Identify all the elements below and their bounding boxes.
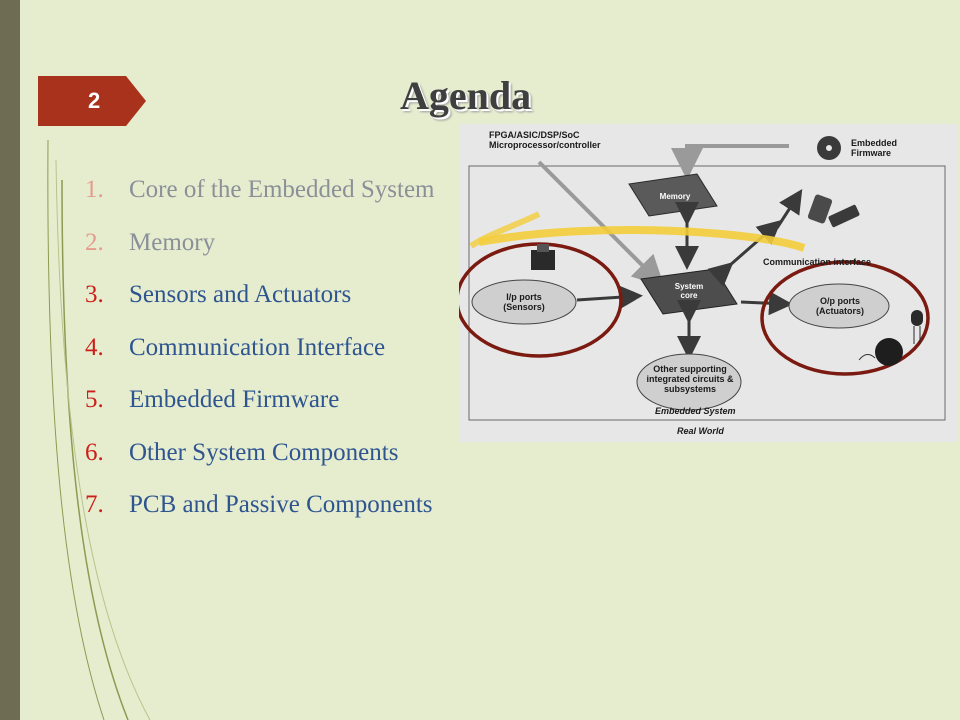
slide-title: Agenda [400, 73, 532, 118]
slide-number-tab: 2 [38, 76, 146, 126]
input-ports-label: I/p ports(Sensors) [503, 292, 545, 312]
output-ports-label: O/p ports(Actuators) [815, 296, 864, 316]
memory-label: Memory [659, 192, 691, 201]
communication-interface-label: Communication interface [763, 257, 872, 267]
slide-number: 2 [88, 88, 101, 113]
buzzer-icon [858, 338, 903, 366]
serial-connector-icon [807, 194, 833, 224]
agenda-item-memory: 2.Memory [85, 228, 216, 256]
cd-disc-icon [817, 136, 841, 160]
agenda-item-pcb: 7.PCB and Passive Components [85, 491, 433, 518]
push-button-sensor-icon [531, 244, 555, 270]
agenda-item-core: 1.Core of the Embedded System [85, 176, 435, 203]
usb-connector-icon [828, 204, 860, 228]
agenda-item-other: 6.Other System Components [85, 438, 399, 466]
agenda-item-firmware: 5.Embedded Firmware [85, 386, 340, 413]
agenda-list: 1.Core of the Embedded System 2.Memory 3… [85, 176, 435, 544]
real-world-label: Real World [677, 426, 724, 436]
left-accent-bar [0, 0, 20, 720]
agenda-item-sensors: 3.Sensors and Actuators [85, 281, 352, 308]
led-icon [911, 310, 923, 344]
agenda-item-communication: 4.Communication Interface [85, 333, 386, 361]
embedded-system-label: Embedded System [655, 406, 736, 416]
